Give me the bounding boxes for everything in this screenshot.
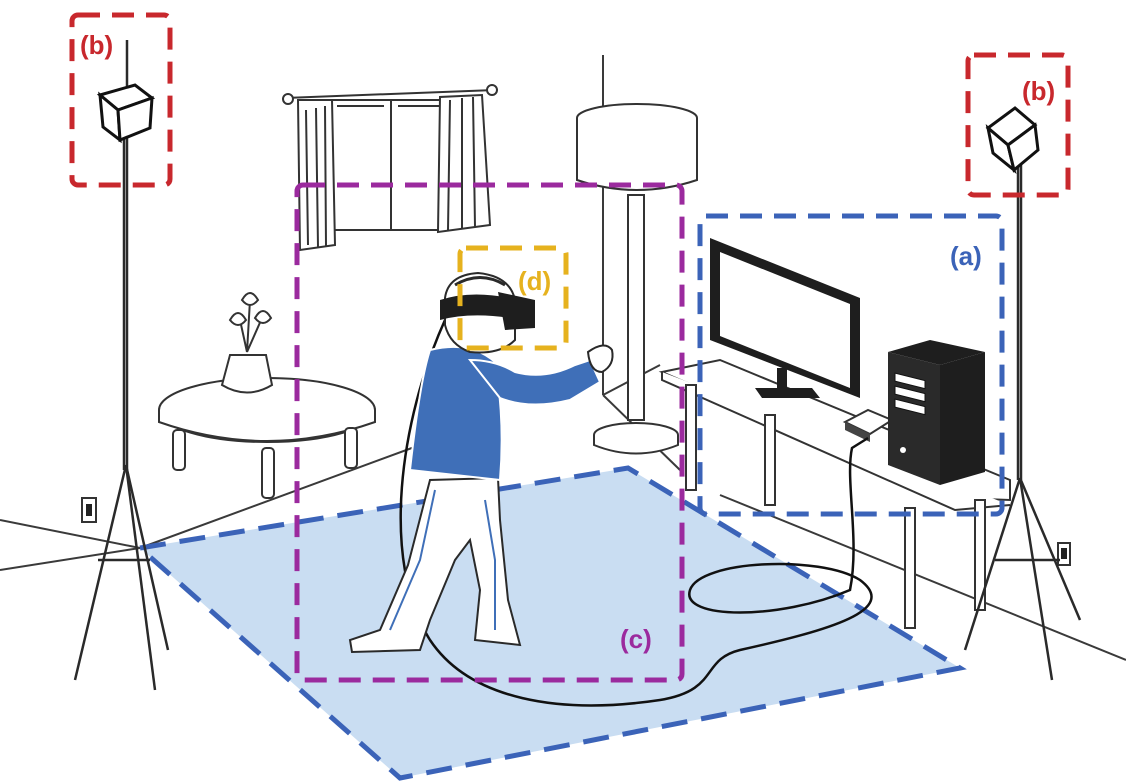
label-b-right: (b) xyxy=(1022,76,1055,106)
potted-plant xyxy=(222,293,272,393)
cube-sensor-icon xyxy=(988,108,1038,170)
wall-outlet-right xyxy=(1058,543,1070,565)
label-c: (c) xyxy=(620,624,652,654)
label-d: (d) xyxy=(518,266,551,296)
floor-lamp xyxy=(577,104,697,454)
pc-tower xyxy=(888,340,985,485)
side-table xyxy=(159,378,375,498)
label-b-left: (b) xyxy=(80,30,113,60)
label-a: (a) xyxy=(950,241,982,271)
window xyxy=(283,85,497,250)
wall-outlet-left xyxy=(82,498,96,522)
cube-sensor-icon xyxy=(100,85,152,140)
